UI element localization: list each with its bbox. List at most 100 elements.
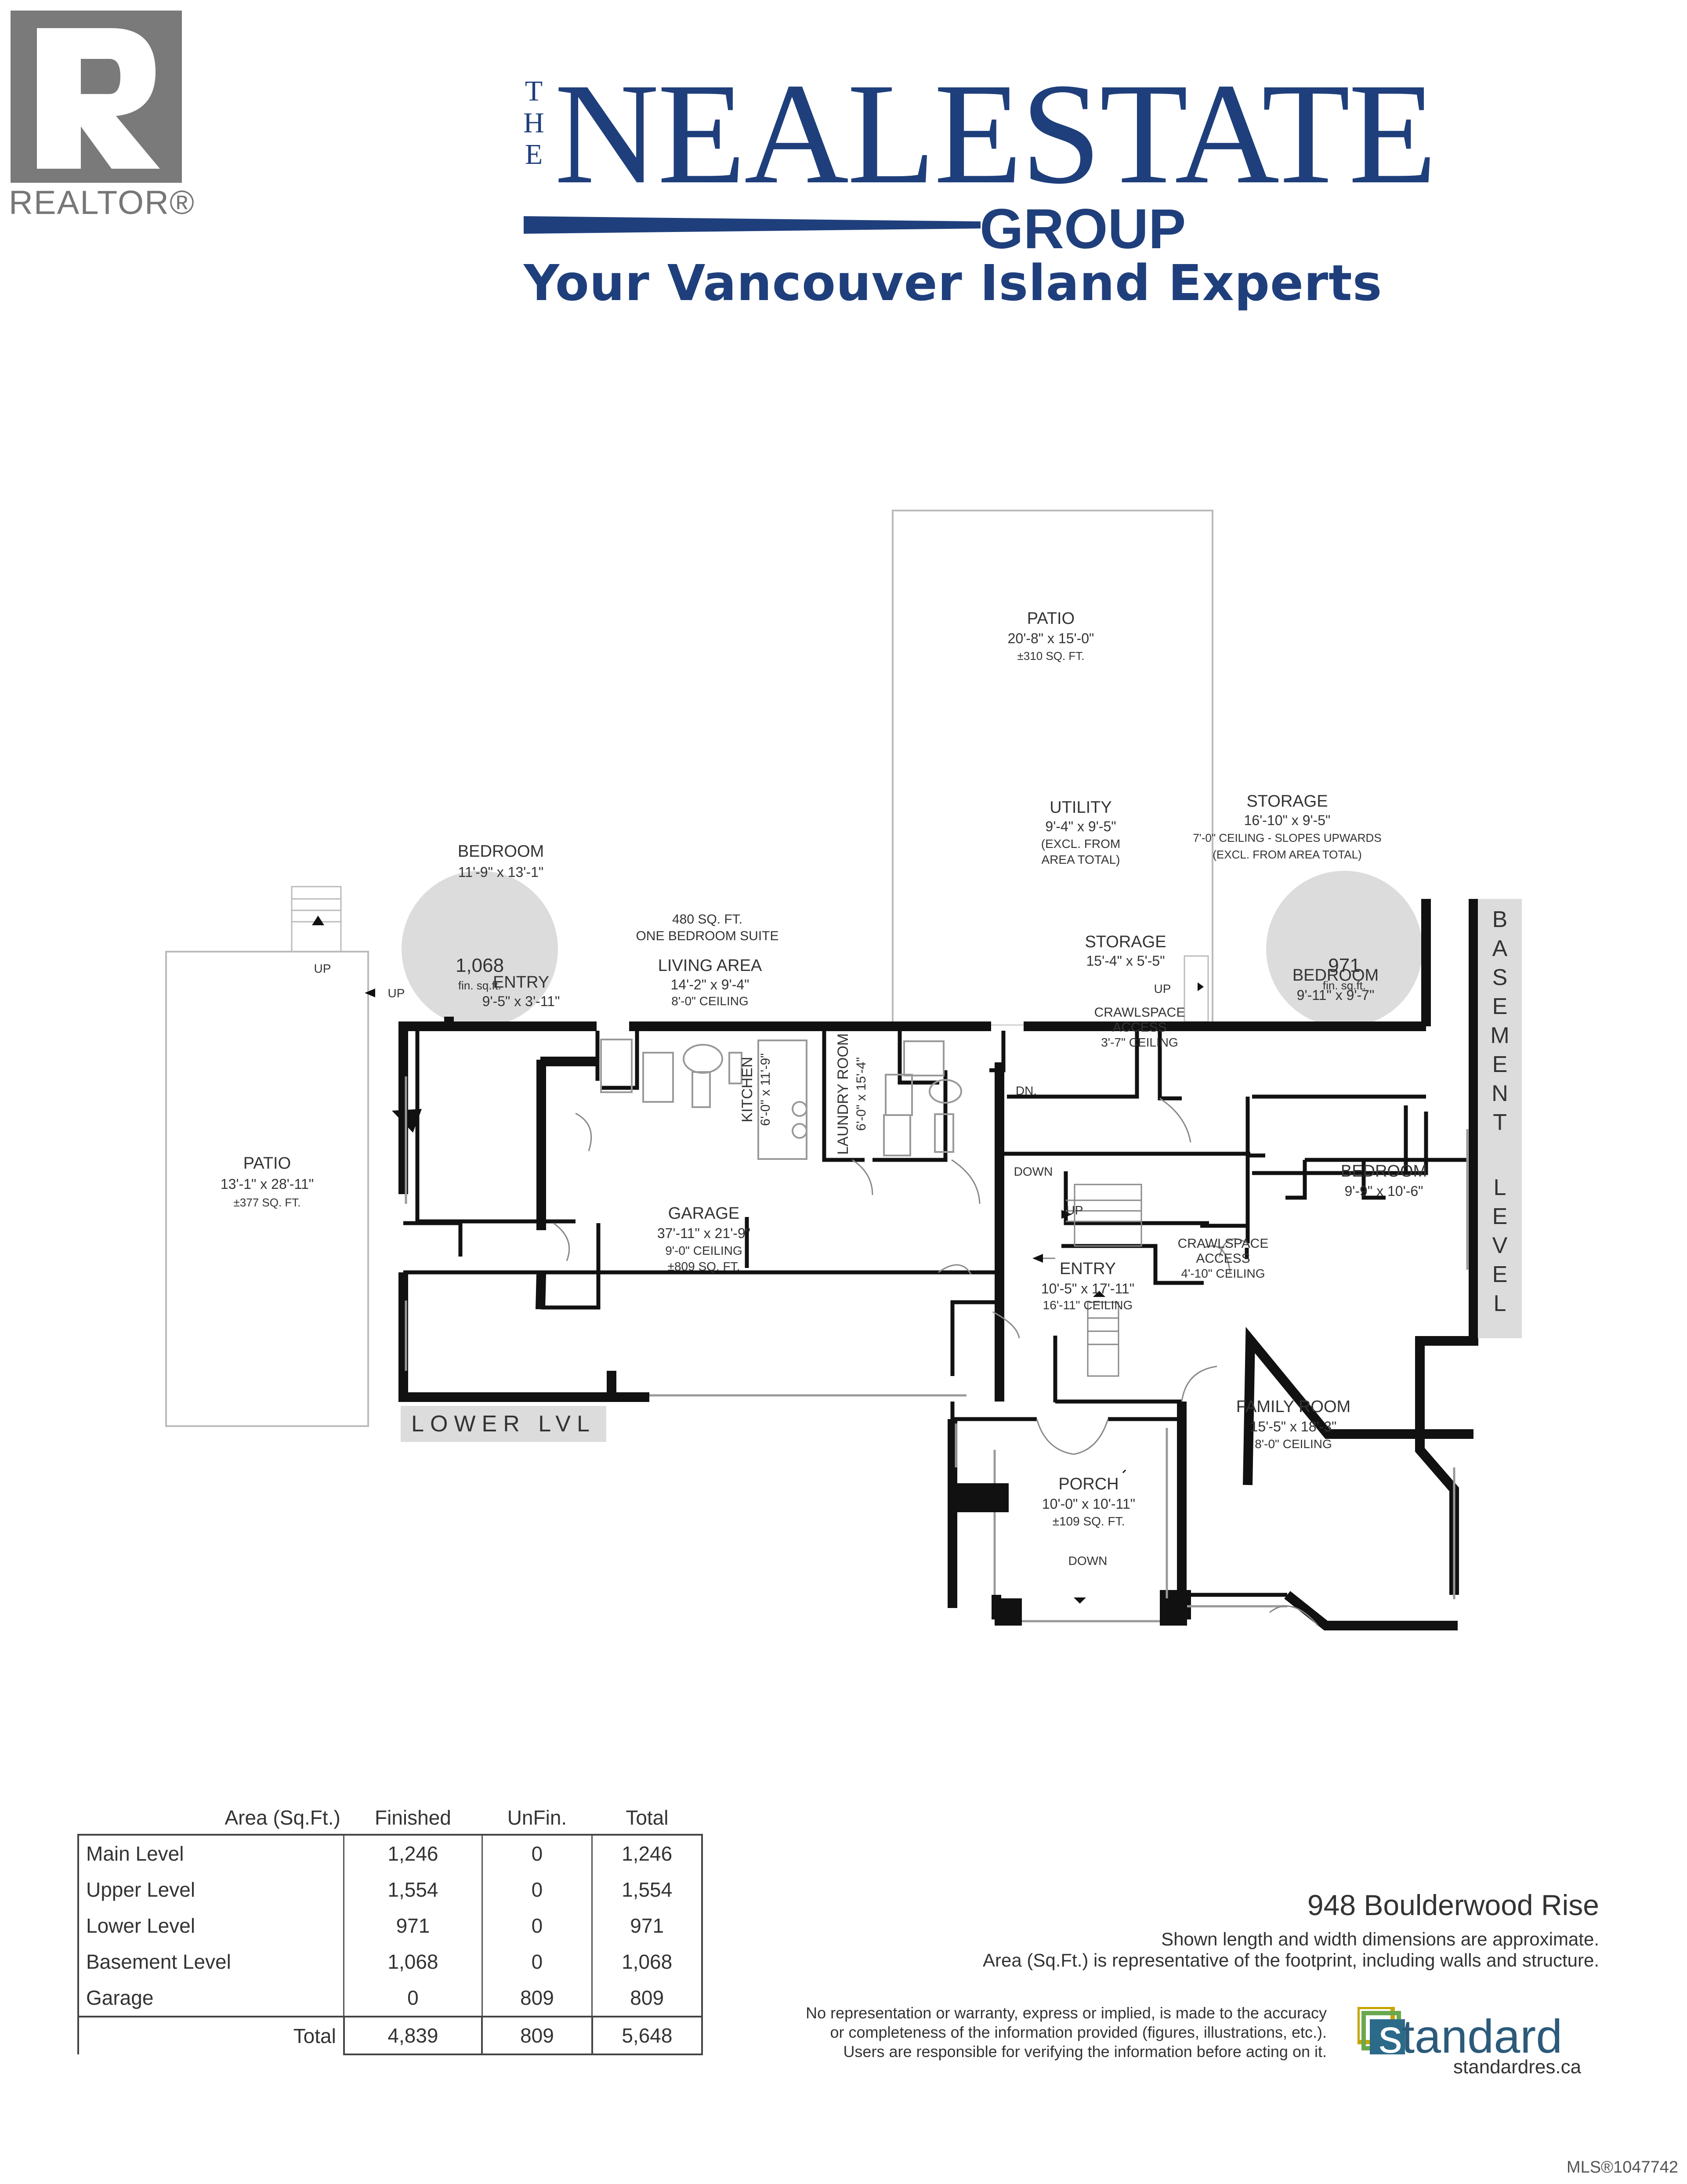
patio-top-dims: 20'-8" x 15'-0" (1008, 630, 1094, 646)
bedroom2-dims: 9'-11" x 9'-7" (1297, 987, 1375, 1003)
svg-text:L: L (1494, 1175, 1506, 1200)
entry1-dims: 9'-5" x 3'-11" (482, 993, 560, 1009)
svg-text:E: E (1492, 1052, 1508, 1077)
crawl1-line2: ACCESS (1112, 1020, 1166, 1035)
patio-top-area: ±310 SQ. FT. (1017, 649, 1085, 663)
area-table: Area (Sq.Ft.) Finished UnFin. Total Main… (77, 1801, 703, 2055)
storage1-dims: 16'-10" x 9'-5" (1244, 812, 1331, 828)
standard-wordmark: tandard (1401, 2010, 1562, 2063)
tag-lower-level: LOWER LVL (411, 1411, 596, 1437)
crawl2-line2: ACCESS (1196, 1251, 1250, 1266)
svg-text:s: s (1379, 2010, 1402, 2063)
stair-arrows (312, 916, 1204, 1604)
col-area: Area (Sq.Ft.) (224, 1806, 340, 1829)
svg-text:E: E (1492, 1204, 1508, 1229)
badge-basement-unit: fin. sq.ft. (458, 979, 501, 992)
stair-up-top: UP (1154, 982, 1171, 996)
svg-text:T: T (1493, 1110, 1507, 1135)
brand-swoosh (524, 216, 981, 234)
patio-left-dims: 13'-1" x 28'-11" (221, 1176, 314, 1192)
suite-note: ONE BEDROOM SUITE (636, 929, 778, 943)
brand-name: NEALESTATE (554, 54, 1437, 214)
brand-tagline: Your Vancouver Island Experts (524, 255, 1383, 312)
property-address: 948 Boulderwood Rise (1307, 1889, 1599, 1921)
patio-left (165, 951, 369, 1427)
garage-area: ±809 SQ. FT. (668, 1260, 740, 1273)
realtor-logo (11, 11, 182, 183)
porch-area: ±109 SQ. FT. (1053, 1514, 1125, 1528)
crawl2-line1: CRAWLSPACE (1178, 1236, 1269, 1251)
porch-pillar-bl (995, 1598, 1022, 1626)
area-note: Area (Sq.Ft.) is representative of the f… (982, 1950, 1599, 1970)
realtor-wordmark: REALTOR® (9, 184, 195, 221)
utility-dims: 9'-4" x 9'-5" (1045, 819, 1116, 834)
stairs-top (1184, 955, 1209, 1023)
porch-down: DOWN (1068, 1554, 1108, 1568)
living-dims: 14'-2" x 9'-4" (670, 977, 749, 992)
svg-text:L: L (1494, 1291, 1506, 1316)
porch-pillar-left (956, 1483, 1009, 1512)
utility-note1: (EXCL. FROM (1041, 837, 1120, 851)
disclaimer: No representation or warranty, express o… (806, 2004, 1327, 2061)
col-unfin: UnFin. (507, 1806, 567, 1829)
garage-ceiling: 9'-0" CEILING (665, 1244, 742, 1257)
svg-text:E: E (1492, 994, 1508, 1019)
entry1-name: ENTRY (493, 973, 549, 992)
bedroom1-dims: 11'-9" x 13'-1" (458, 864, 543, 880)
mls-number: MLS®1047742 (1566, 2158, 1678, 2177)
porch-dims: 10'-0" x 10'-11" (1042, 1496, 1135, 1512)
door-swings (553, 1097, 1319, 1626)
svg-text:B: B (1492, 907, 1508, 932)
dimension-note: Shown length and width dimensions are ap… (1161, 1929, 1599, 1949)
crawl2-line3: 4'-10" CEILING (1181, 1267, 1265, 1280)
badge-basement (402, 871, 558, 1027)
porch-pillar-br (1160, 1598, 1187, 1626)
stair-up-entry: UP (388, 986, 405, 1000)
windows (405, 1076, 1469, 1626)
suite-area: 480 SQ. FT. (672, 912, 742, 927)
storage2-name: STORAGE (1085, 933, 1166, 951)
patio-left-area: ±377 SQ. FT. (234, 1196, 301, 1209)
utility-note2: AREA TOTAL) (1042, 853, 1120, 866)
family-dims: 15'-5" x 18'-3" (1250, 1419, 1337, 1434)
storage2-dims: 15'-4" x 5'-5" (1086, 953, 1165, 969)
crawl1-line3: 3'-7" CEILING (1101, 1036, 1178, 1049)
stairs-left (291, 886, 342, 953)
laundry-dims-v: 6'-0" x 15'-4" (854, 1057, 869, 1131)
bedroom1-name: BEDROOM (458, 842, 544, 861)
kitchen-dims-v: 6'-0" x 11'-9" (758, 1053, 773, 1126)
living-name: LIVING AREA (658, 956, 762, 975)
family-name: FAMILY ROOM (1236, 1398, 1350, 1416)
utility-name: UTILITY (1050, 798, 1111, 817)
bedroom2-name: BEDROOM (1292, 966, 1379, 985)
badge-basement-value: 1,068 (456, 955, 504, 976)
storage1-note2: (EXCL. FROM AREA TOTAL) (1213, 848, 1362, 861)
entry2-dims: 10'-5" x 17'-11" (1041, 1281, 1134, 1297)
svg-text:E: E (1492, 1262, 1508, 1287)
tag-basement-level: B A S E M E N T L E V E L (1490, 907, 1509, 1316)
stair-down: DOWN (1014, 1165, 1053, 1178)
stair-up-entry2: UP (1066, 1203, 1083, 1217)
stair-dn: DN. (1016, 1084, 1037, 1097)
svg-text:V: V (1492, 1233, 1508, 1258)
floor-plan: 1,068 fin. sq.ft. 971 fin. sq.ft. LOWER … (165, 510, 1522, 1630)
storage1-name: STORAGE (1246, 792, 1328, 811)
svg-text:S: S (1492, 965, 1508, 990)
col-finished: Finished (375, 1806, 451, 1829)
patio-top-name: PATIO (1027, 609, 1075, 628)
entry2-name: ENTRY (1060, 1260, 1116, 1278)
garage-name: GARAGE (668, 1204, 740, 1223)
storage1-note1: 7'-0" CEILING - SLOPES UPWARDS (1193, 831, 1381, 844)
svg-text:N: N (1492, 1081, 1508, 1106)
entry2-ceiling: 16'-11" CEILING (1043, 1298, 1133, 1312)
crawl1-line1: CRAWLSPACE (1094, 1005, 1185, 1020)
family-ceiling: 8'-0" CEILING (1255, 1437, 1332, 1451)
standard-url: standardres.ca (1453, 2056, 1582, 2078)
porch-name: PORCH (1058, 1475, 1119, 1493)
svg-text:A: A (1492, 936, 1508, 961)
